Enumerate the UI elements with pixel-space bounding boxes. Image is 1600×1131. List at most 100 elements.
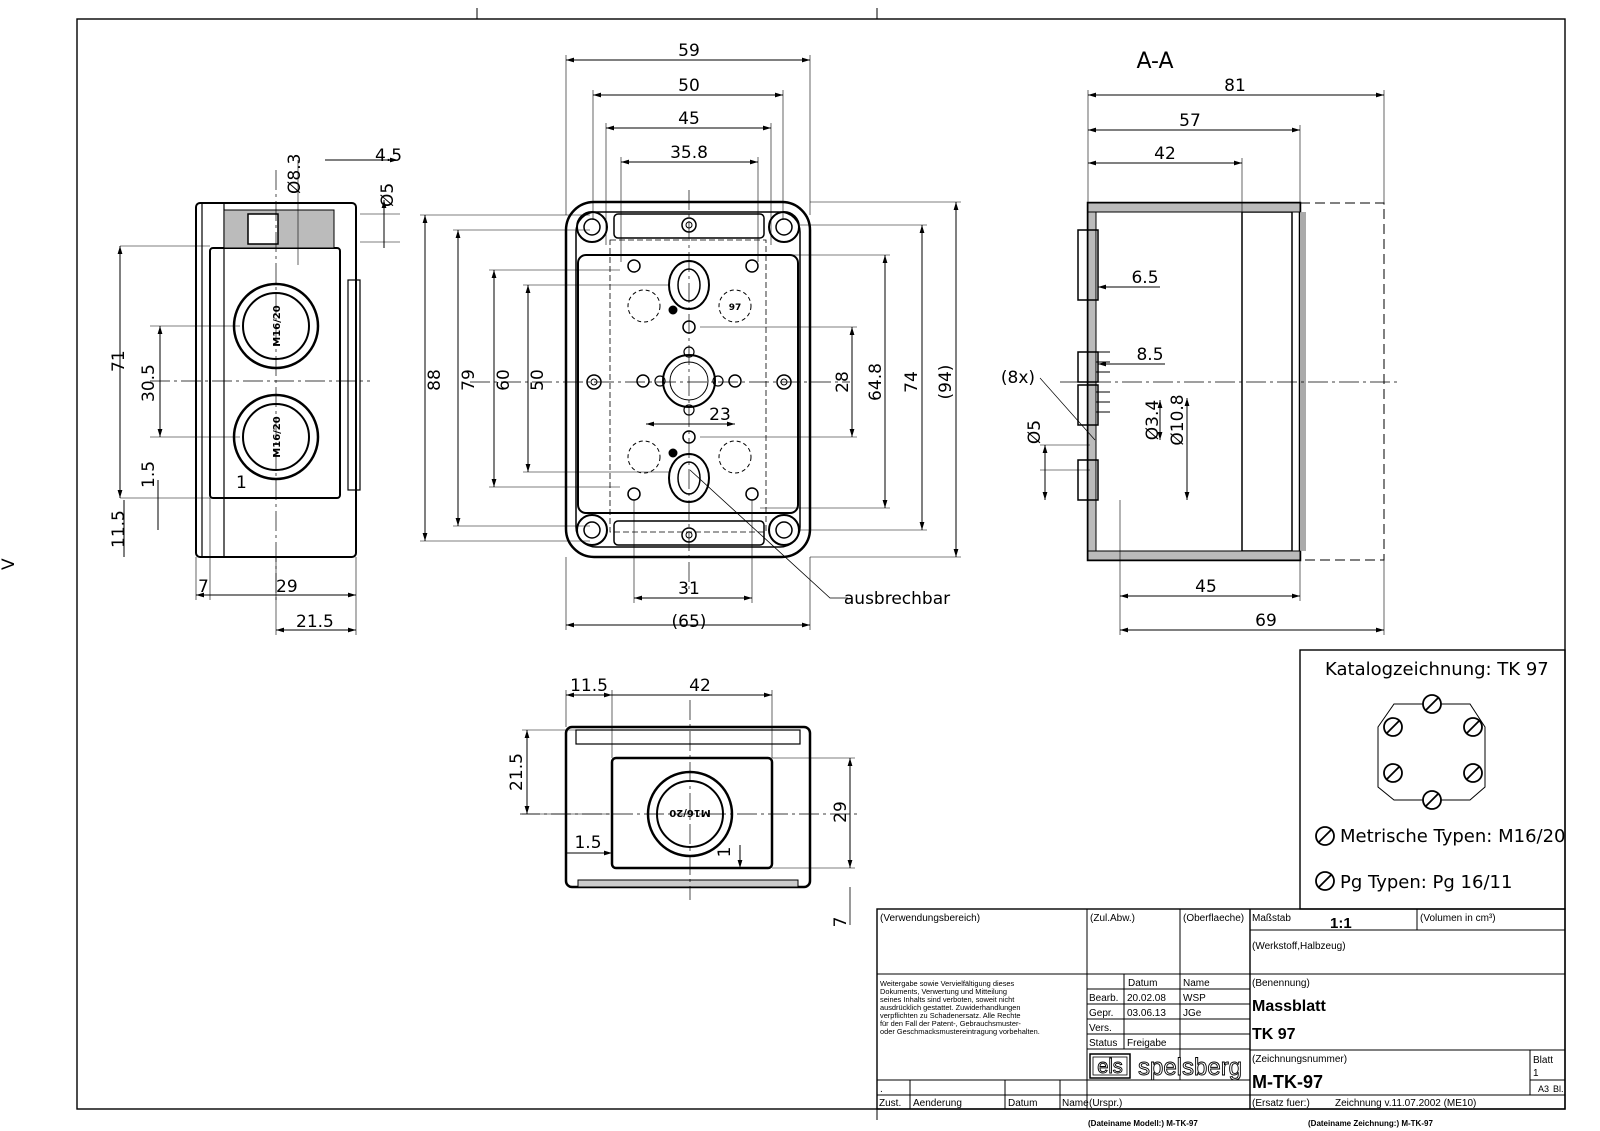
tb-werkstoff: (Werkstoff,Halbzeug) (1252, 941, 1346, 952)
tb-dot: . (880, 1084, 883, 1095)
tb-dateiname-zeichnung: (Dateiname Zeichnung:) M-TK-97 (1308, 1119, 1433, 1128)
tb-copyright-4: verpflichten zu Schadenersatz. Alle Rech… (880, 1011, 1021, 1020)
tb-bearb: Bearb. (1089, 993, 1118, 1004)
dim-29-left: 29 (276, 577, 298, 597)
dim-7-left: 7 (198, 577, 209, 597)
dim-1-bottom: 1 (715, 847, 735, 858)
dim-28: 28 (833, 371, 853, 393)
section-view-aa (1039, 90, 1400, 635)
tb-title-1: Massblatt (1252, 998, 1326, 1015)
screw-bottom-left (576, 514, 608, 546)
dim-d3-4: Ø3.4 (1143, 400, 1163, 440)
tb-datum2: Datum (1008, 1098, 1037, 1109)
tb-format: A3 (1538, 1084, 1549, 1094)
dim-4-5: 4.5 (375, 146, 402, 166)
dim-35-8: 35.8 (670, 143, 708, 163)
dim-21-5-left: 21.5 (296, 612, 334, 632)
tb-massstab: 1:1 (1330, 915, 1352, 932)
dim-69: 69 (1255, 611, 1277, 631)
tb-dateiname-modell: (Dateiname Modell:) M-TK-97 (1088, 1119, 1198, 1128)
dim-1-5-bottom: 1.5 (574, 833, 601, 853)
dim-79: 79 (459, 369, 479, 391)
tb-urspr: (Urspr.) (1089, 1098, 1122, 1109)
dim-42-bottom: 42 (689, 676, 711, 696)
tb-zeichnungsnummer: (Zeichnungsnummer) (1252, 1054, 1347, 1065)
catalog-hole-slash (1465, 765, 1481, 781)
dim-57: 57 (1179, 111, 1201, 131)
dim-21-5-bottom: 21.5 (507, 753, 527, 791)
dim-60: 60 (494, 369, 514, 391)
dim-30-5: 30.5 (139, 364, 159, 402)
tb-blatt-value: 1 (1533, 1068, 1539, 1079)
gland-label-upper: M16/20 (272, 305, 283, 346)
catalog-hole-slash (1385, 765, 1401, 781)
tb-benennung: (Benennung) (1252, 978, 1310, 989)
dim-94: (94) (936, 365, 956, 400)
catalog-hole-slash (1465, 719, 1481, 735)
dim-6-5: 6.5 (1131, 268, 1158, 288)
tb-copyright-3: ausdrücklich gestattet. Zuwiderhandlunge… (880, 1003, 1021, 1012)
tb-bearb-date: 20.02.08 (1127, 993, 1166, 1004)
tb-massstab-label: Maßstab (1252, 913, 1291, 924)
title-block (876, 908, 1566, 1110)
sheet-border (76, 18, 1566, 1110)
dim-29-bottom: 29 (831, 801, 851, 823)
catalog-pg: Pg Typen: Pg 16/11 (1340, 872, 1512, 893)
tb-name-header: Name (1183, 978, 1210, 989)
svg-text:spelsberg: spelsberg (1138, 1054, 1242, 1081)
dim-23: 23 (709, 405, 731, 425)
tb-title-2: TK 97 (1252, 1026, 1296, 1043)
tb-bl: Bl. (1553, 1084, 1564, 1094)
dim-31: 31 (678, 579, 700, 599)
dim-8x: (8x) (1001, 368, 1035, 388)
tb-vers: Vers. (1089, 1023, 1112, 1034)
tb-name2: Name (1062, 1098, 1089, 1109)
side-view-left: M16/20 M16/20 (117, 157, 400, 635)
tb-copyright-6: oder Geschmacksmustereintragung vorbehal… (880, 1027, 1040, 1036)
tb-aenderung: Aenderung (913, 1098, 962, 1109)
catalog-hole-slash (1424, 792, 1440, 808)
tb-zul-abw: (Zul.Abw.) (1090, 913, 1135, 924)
catalog-symbols (1383, 694, 1483, 810)
tb-gepr-name: JGe (1183, 1008, 1202, 1019)
dim-d10-8: Ø10.8 (1168, 394, 1188, 445)
screw-bottom-right (768, 514, 800, 546)
screw-top-left (576, 211, 608, 243)
dim-88: 88 (425, 369, 445, 391)
dim-50-h: 50 (528, 369, 548, 391)
dim-64-8: 64.8 (866, 363, 886, 401)
tb-datum-header: Datum (1128, 978, 1157, 989)
tb-ersatz: (Ersatz fuer:) (1252, 1098, 1310, 1109)
tb-gepr: Gepr. (1089, 1008, 1113, 1019)
dim-7-bottom: 7 (831, 917, 851, 928)
screw-top-right (768, 211, 800, 243)
dim-81: 81 (1224, 76, 1246, 96)
dim-65: (65) (672, 612, 707, 632)
tb-volumen: (Volumen in cm³) (1420, 913, 1496, 924)
gland-label-bottom: M16/20 (669, 807, 710, 818)
dim-11-5-bottom: 11.5 (570, 676, 608, 696)
dim-d8-3: Ø8.3 (285, 154, 305, 194)
catalog-title: Katalogzeichnung: TK 97 (1325, 659, 1549, 680)
dim-45-section: 45 (1195, 577, 1217, 597)
spelsberg-logo: els spelsberg (1089, 1053, 1242, 1081)
dim-42-section: 42 (1154, 144, 1176, 164)
tb-copyright-0: Weitergabe sowie Vervielfältigung dieses (880, 979, 1015, 988)
catalog-hole-slash (1385, 719, 1401, 735)
marking-97: 97 (729, 303, 742, 313)
tb-gepr-date: 03.06.13 (1127, 1008, 1166, 1019)
svg-text:els: els (1097, 1056, 1123, 1078)
tb-status: Status (1089, 1038, 1117, 1049)
dim-59: 59 (678, 41, 700, 61)
tb-zeichnung-v: Zeichnung v.11.07.2002 (ME10) (1335, 1098, 1476, 1109)
dim-50-w: 50 (678, 76, 700, 96)
pg-symbol-icon (1315, 871, 1335, 891)
dim-1-5-left: 1.5 (139, 461, 159, 488)
tb-verwendungsbereich: (Verwendungsbereich) (880, 913, 980, 924)
tb-copyright-2: seines Inhalts sind verboten, soweit nic… (880, 995, 1014, 1004)
dim-45-w: 45 (678, 109, 700, 129)
tb-copyright-5: für den Fall der Patent-, Gebrauchsmuste… (880, 1019, 1021, 1028)
catalog-box (1299, 649, 1566, 910)
dim-71: 71 (109, 350, 129, 372)
